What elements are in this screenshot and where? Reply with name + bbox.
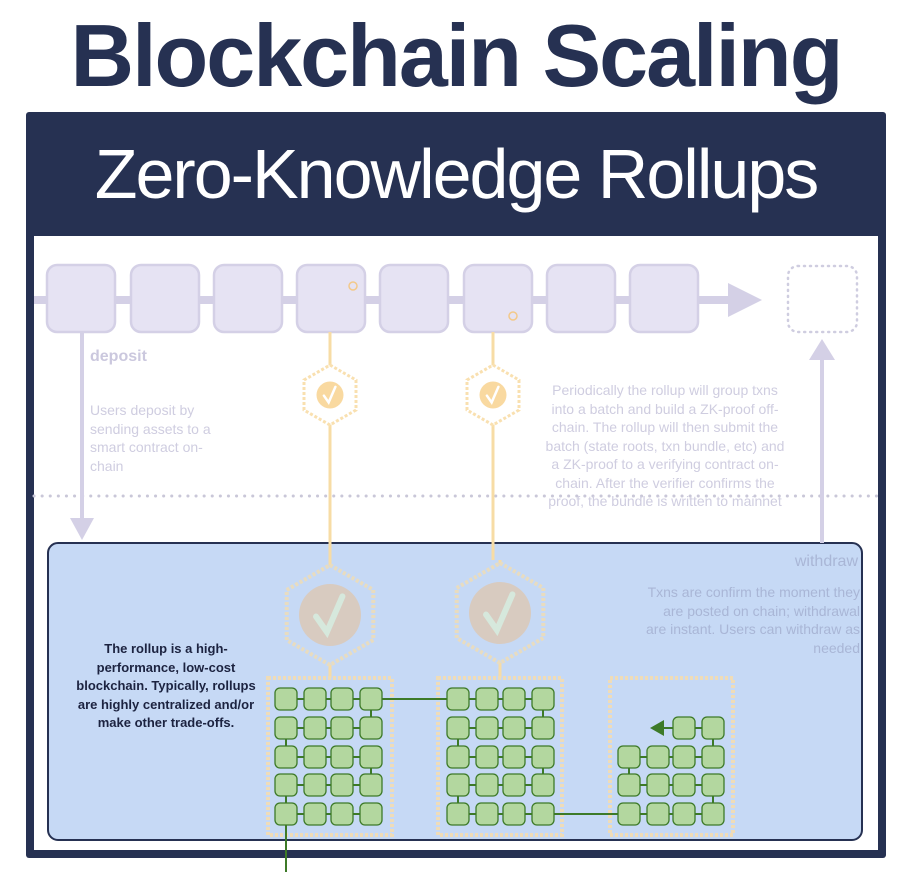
check-icon — [479, 381, 507, 409]
rollup-block — [303, 745, 327, 769]
rollup-block — [701, 745, 725, 769]
mainchain-block — [545, 263, 617, 334]
rollup-block — [617, 773, 641, 797]
check-icon — [316, 381, 344, 409]
subtitle: Zero-Knowledge Rollups — [94, 135, 820, 213]
rollup-block — [646, 745, 670, 769]
mainchain-block — [295, 263, 367, 334]
check-icon — [469, 582, 531, 644]
check-mark — [313, 593, 346, 639]
rollup-block — [446, 716, 470, 740]
rollup-block — [446, 802, 470, 826]
rollup-blocks — [274, 687, 725, 826]
rollup-block — [330, 716, 354, 740]
batch-container — [266, 676, 394, 837]
rollup-block — [701, 773, 725, 797]
rollup-block — [303, 773, 327, 797]
rollup-block — [502, 687, 526, 711]
rollup-block — [502, 745, 526, 769]
withdraw-description: Txns are confirm the moment they are pos… — [646, 584, 860, 656]
rollup-block — [475, 773, 499, 797]
rollup-block — [701, 716, 725, 740]
rollup-block — [274, 773, 298, 797]
rollup-block — [531, 716, 555, 740]
deposit-description: Users deposit by sending assets to a sma… — [90, 402, 211, 474]
rollup-block — [274, 716, 298, 740]
rollup-block — [274, 745, 298, 769]
rollup-block — [672, 802, 696, 826]
rollup-block — [446, 773, 470, 797]
rollup-block — [330, 802, 354, 826]
rollup-block — [502, 802, 526, 826]
rollup-block — [475, 716, 499, 740]
rollup-block — [646, 802, 670, 826]
rollup-block — [531, 773, 555, 797]
rollup-block — [531, 687, 555, 711]
check-mark — [485, 385, 500, 405]
rollup-arrow-icon — [650, 720, 664, 736]
rollup-block — [617, 802, 641, 826]
deposit-arrow-head-icon — [70, 518, 94, 540]
rollup-block — [672, 773, 696, 797]
mainchain-block — [378, 263, 450, 334]
rollup-block — [531, 745, 555, 769]
batch-marker-icon — [348, 281, 358, 291]
rollup-block — [359, 716, 383, 740]
check-mark — [322, 385, 337, 405]
rollup-block — [330, 687, 354, 711]
mainchain-block — [129, 263, 201, 334]
rollup-block — [330, 773, 354, 797]
rollup-block — [359, 773, 383, 797]
deposit-label: deposit — [90, 348, 147, 365]
batch-container — [608, 676, 735, 837]
rollup-block — [475, 802, 499, 826]
rollup-block — [672, 716, 696, 740]
check-icon — [299, 584, 361, 646]
pending-block — [786, 264, 859, 334]
rollup-block — [701, 802, 725, 826]
batch-marker-icon — [508, 311, 518, 321]
rollup-block — [359, 745, 383, 769]
rollup-block — [303, 802, 327, 826]
rollup-block — [531, 802, 555, 826]
rollup-block — [446, 687, 470, 711]
rollup-block — [617, 745, 641, 769]
batch-container — [436, 676, 564, 837]
rollup-block — [303, 687, 327, 711]
withdraw-label: withdraw — [794, 553, 858, 570]
rollup-block — [502, 773, 526, 797]
mainchain-arrow-icon — [728, 283, 762, 317]
batch-description: Periodically the rollup will group txns … — [545, 382, 785, 509]
rollup-block — [359, 687, 383, 711]
withdraw-arrow-head-icon — [809, 339, 835, 360]
rollup-block — [646, 773, 670, 797]
rollup-block — [359, 802, 383, 826]
mainchain-block — [628, 263, 700, 334]
rollup-block — [274, 687, 298, 711]
mainchain-block — [462, 263, 534, 334]
mainchain-block — [45, 263, 117, 334]
rollup-block — [303, 716, 327, 740]
rollup-block — [502, 716, 526, 740]
rollup-block — [475, 687, 499, 711]
rollup-block — [446, 745, 470, 769]
mainchain-blocks — [45, 263, 700, 334]
mainchain-block — [212, 263, 284, 334]
rollup-block — [330, 745, 354, 769]
rollup-block — [274, 802, 298, 826]
main-title: Blockchain Scaling — [70, 6, 844, 105]
check-mark — [483, 591, 516, 637]
rollup-description: The rollup is a high-performance, low-co… — [76, 641, 256, 730]
rollup-block — [475, 745, 499, 769]
rollup-block — [672, 745, 696, 769]
